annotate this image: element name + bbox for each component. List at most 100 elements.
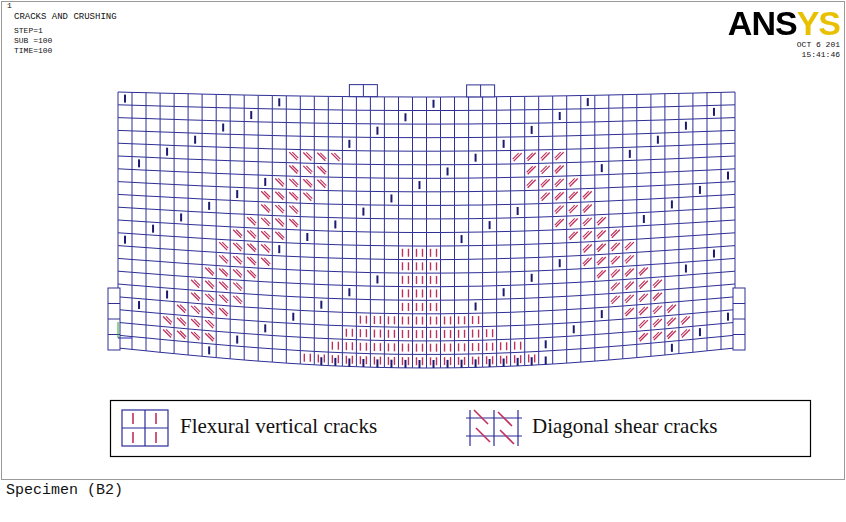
support-block [108, 288, 120, 350]
flexural-crack [430, 330, 431, 338]
shear-crack [292, 166, 298, 172]
mesh-column [412, 97, 413, 368]
shear-crack [194, 332, 200, 338]
time-label: TIME=100 [14, 46, 52, 55]
shear-crack [612, 230, 620, 238]
crush-mark [601, 164, 603, 172]
shear-crack [292, 152, 298, 158]
flexural-crack [388, 316, 389, 324]
crush-mark [503, 358, 505, 366]
mesh-column [636, 94, 637, 357]
shear-crack [668, 318, 676, 326]
flexural-crack [520, 355, 521, 363]
shear-crack [583, 191, 589, 197]
shear-crack [236, 269, 242, 275]
shear-crack [639, 320, 645, 326]
flexural-crack [416, 303, 417, 311]
shear-crack [611, 296, 617, 302]
shear-crack [597, 257, 603, 263]
shear-crack [556, 166, 564, 174]
flexural-crack [380, 316, 381, 324]
crush-mark [517, 207, 519, 215]
shear-crack [222, 255, 228, 261]
crush-mark [531, 274, 533, 282]
shear-crack [654, 280, 662, 288]
shear-crack [208, 281, 214, 287]
shear-crack [320, 153, 326, 159]
shear-crack [584, 231, 592, 239]
mesh-column [580, 96, 581, 363]
shear-crack [236, 283, 242, 289]
flexural-crack [422, 276, 423, 284]
plot-frame [2, 2, 845, 480]
flexural-crack [528, 354, 529, 362]
shear-crack [555, 152, 561, 158]
shear-crack [194, 293, 200, 299]
shear-crack [208, 268, 214, 274]
shear-crack [541, 166, 547, 172]
shear-crack [612, 269, 620, 277]
shear-crack [570, 218, 578, 226]
mesh-column [664, 94, 665, 355]
crush-mark [236, 190, 238, 198]
crush-mark [433, 100, 435, 108]
shear-crack [555, 166, 561, 172]
crush-mark [433, 360, 435, 368]
shear-crack [639, 307, 645, 313]
shear-crack [247, 230, 255, 238]
shear-crack [222, 308, 228, 314]
crush-mark [489, 359, 491, 367]
crush-mark [531, 357, 533, 365]
flexural-crack [486, 343, 487, 351]
flexural-crack [408, 276, 409, 284]
mesh-column [230, 95, 231, 359]
shear-crack [584, 244, 592, 252]
shear-crack [528, 166, 536, 174]
shear-crack [569, 192, 575, 198]
crush-mark [545, 356, 547, 364]
shear-crack [180, 318, 186, 324]
flexural-crack [416, 249, 417, 257]
beam-mesh [108, 85, 745, 368]
flexural-crack [416, 330, 417, 338]
shear-crack [667, 331, 673, 337]
crush-mark [348, 140, 350, 148]
crush-mark [489, 221, 491, 229]
shear-crack [292, 219, 298, 225]
shear-crack [194, 306, 200, 312]
crush-mark [727, 172, 729, 180]
shear-crack [584, 218, 592, 226]
shear-crack [611, 230, 617, 236]
mesh-column [398, 97, 399, 368]
shear-crack [194, 319, 200, 325]
crush-mark [208, 346, 210, 354]
crush-mark [559, 112, 561, 120]
mesh-column [482, 97, 483, 367]
shear-crack [668, 305, 676, 313]
flexural-crack [472, 316, 473, 324]
shear-crack [247, 217, 255, 225]
shear-crack [331, 153, 339, 161]
shear-crack [261, 218, 269, 226]
shear-crack [556, 219, 564, 227]
flexural-crack [346, 329, 347, 337]
flexural-crack [374, 343, 375, 351]
mesh-column [510, 97, 511, 367]
flexural-crack [444, 357, 445, 365]
flexural-crack [422, 289, 423, 297]
support-block [733, 288, 745, 350]
mesh-column [538, 96, 539, 365]
shear-crack [236, 243, 242, 249]
shear-crack [569, 232, 575, 238]
shear-crack [275, 205, 283, 213]
flexural-crack [422, 357, 423, 365]
flexural-crack [338, 355, 339, 363]
shear-crack [317, 153, 325, 161]
support-block [733, 319, 745, 320]
flexural-crack [500, 342, 501, 350]
flexural-crack [478, 330, 479, 338]
shear-crack [261, 191, 269, 199]
shear-crack [208, 333, 214, 339]
shear-crack [250, 270, 256, 276]
flexural-crack [478, 316, 479, 324]
